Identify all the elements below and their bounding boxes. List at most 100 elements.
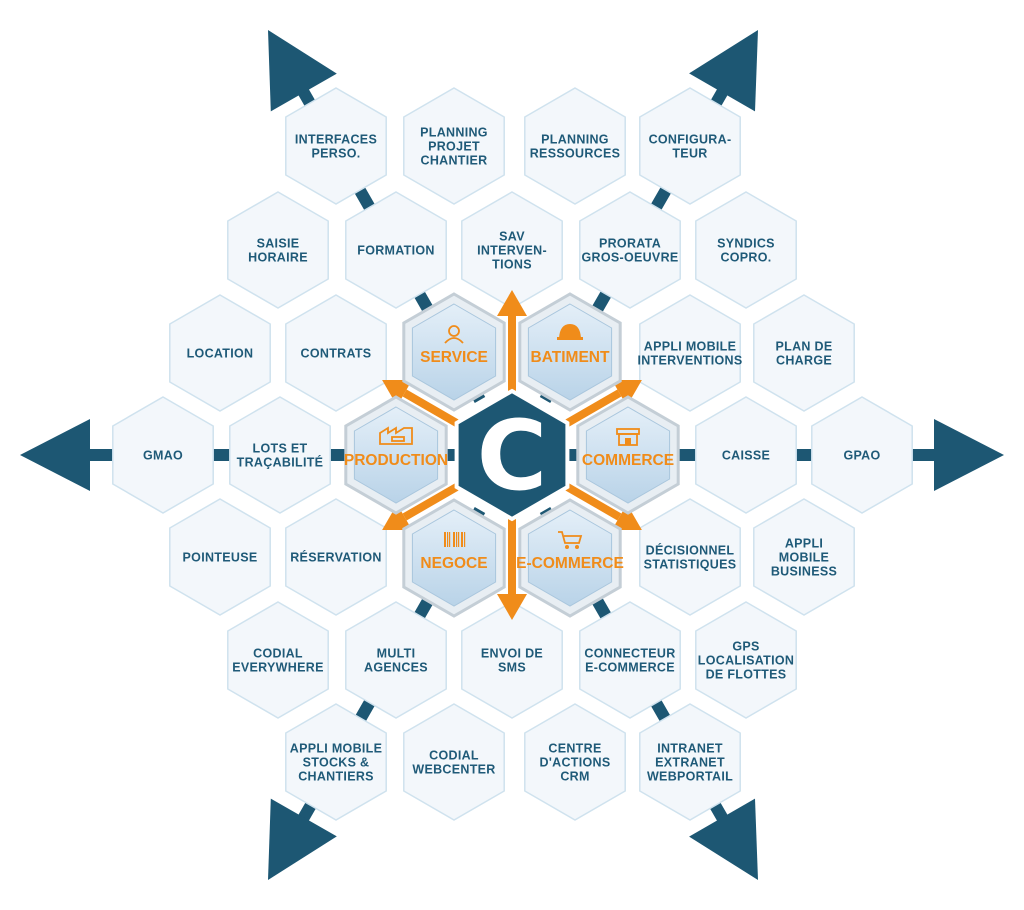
barcode-icon [444,532,466,547]
label-line: BUSINESS [771,565,837,579]
hex-shape [169,294,271,412]
arrow-head-right [934,419,1004,491]
module-caisse[interactable]: CAISSE [695,396,797,514]
orange-arrow-head [382,380,413,406]
label-line: SAISIE [257,237,300,251]
module-reservation[interactable]: RÉSERVATION [285,498,387,616]
module-label: CONFIGURA-TEUR [649,133,732,161]
label-line: INTERFACES [295,133,377,147]
label-line: WEBPORTAIL [647,770,733,784]
label-line: HORAIRE [248,251,308,265]
worker-icon [444,325,464,344]
label-line: CONTRATS [301,347,372,361]
label-line: SMS [498,661,526,675]
label-line: CONNECTEUR [584,647,675,661]
core-service[interactable]: SERVICE [402,292,506,412]
label-line: INTERVEN- [477,244,547,258]
core-hex-shape [585,406,671,504]
module-gpao[interactable]: GPAO [811,396,913,514]
hex-shape [403,87,505,205]
arm-up-right-head [689,30,758,112]
label-line: CHARGE [776,354,832,368]
module-label: FORMATION [357,244,434,258]
label-line: CODIAL [429,749,479,763]
module-gmao[interactable]: GMAO [112,396,214,514]
label-line: CONFIGURA- [649,133,732,147]
module-pointeuse[interactable]: POINTEUSE [169,498,271,616]
orange-arrow-head [497,594,527,620]
label-line: CENTRE [548,742,601,756]
orange-arrow-head [611,380,642,406]
hex-shape [229,396,331,514]
label-line: PLAN DE [776,340,833,354]
arm-down-right-head [689,798,758,880]
label-line: PERSO. [311,147,360,161]
core-commerce[interactable]: COMMERCE [576,395,680,515]
label-line: CAISSE [722,449,770,463]
hex-shape [579,191,681,309]
core-ecommerce[interactable]: E-COMMERCE [516,498,624,618]
arrow-head-left [20,419,90,491]
label-line: DE FLOTTES [706,668,787,682]
label-line: GROS-OEUVRE [581,251,678,265]
label-line: POINTEUSE [183,551,258,565]
core-batiment[interactable]: BATIMENT [518,292,622,412]
label-line: RESSOURCES [530,147,621,161]
label-line: LOCATION [187,347,254,361]
hex-shape [753,294,855,412]
label-line: STOCKS & [303,756,370,770]
center-logo[interactable]: C [454,388,570,522]
label-line: FORMATION [357,244,434,258]
hex-shape [524,703,626,821]
core-production[interactable]: PRODUCTION [344,395,448,515]
label-line: TIONS [492,258,532,272]
module-location[interactable]: LOCATION [169,294,271,412]
center-hex [454,388,570,522]
module-contrats[interactable]: CONTRATS [285,294,387,412]
hex-shape [112,396,214,514]
label-line: APPLI [785,537,823,551]
shop-icon [616,428,640,446]
module-configurateur[interactable]: CONFIGURA-TEUR [639,87,741,205]
module-label: POINTEUSE [183,551,258,565]
core-hex-shape [527,509,613,607]
module-label: LOCATION [187,347,254,361]
label-line: GPS [732,640,759,654]
module-formation[interactable]: FORMATION [345,191,447,309]
core-negoce[interactable]: NEGOCE [402,498,506,618]
label-line: PLANNING [541,133,609,147]
hex-shape [639,703,741,821]
label-line: WEBCENTER [412,763,495,777]
